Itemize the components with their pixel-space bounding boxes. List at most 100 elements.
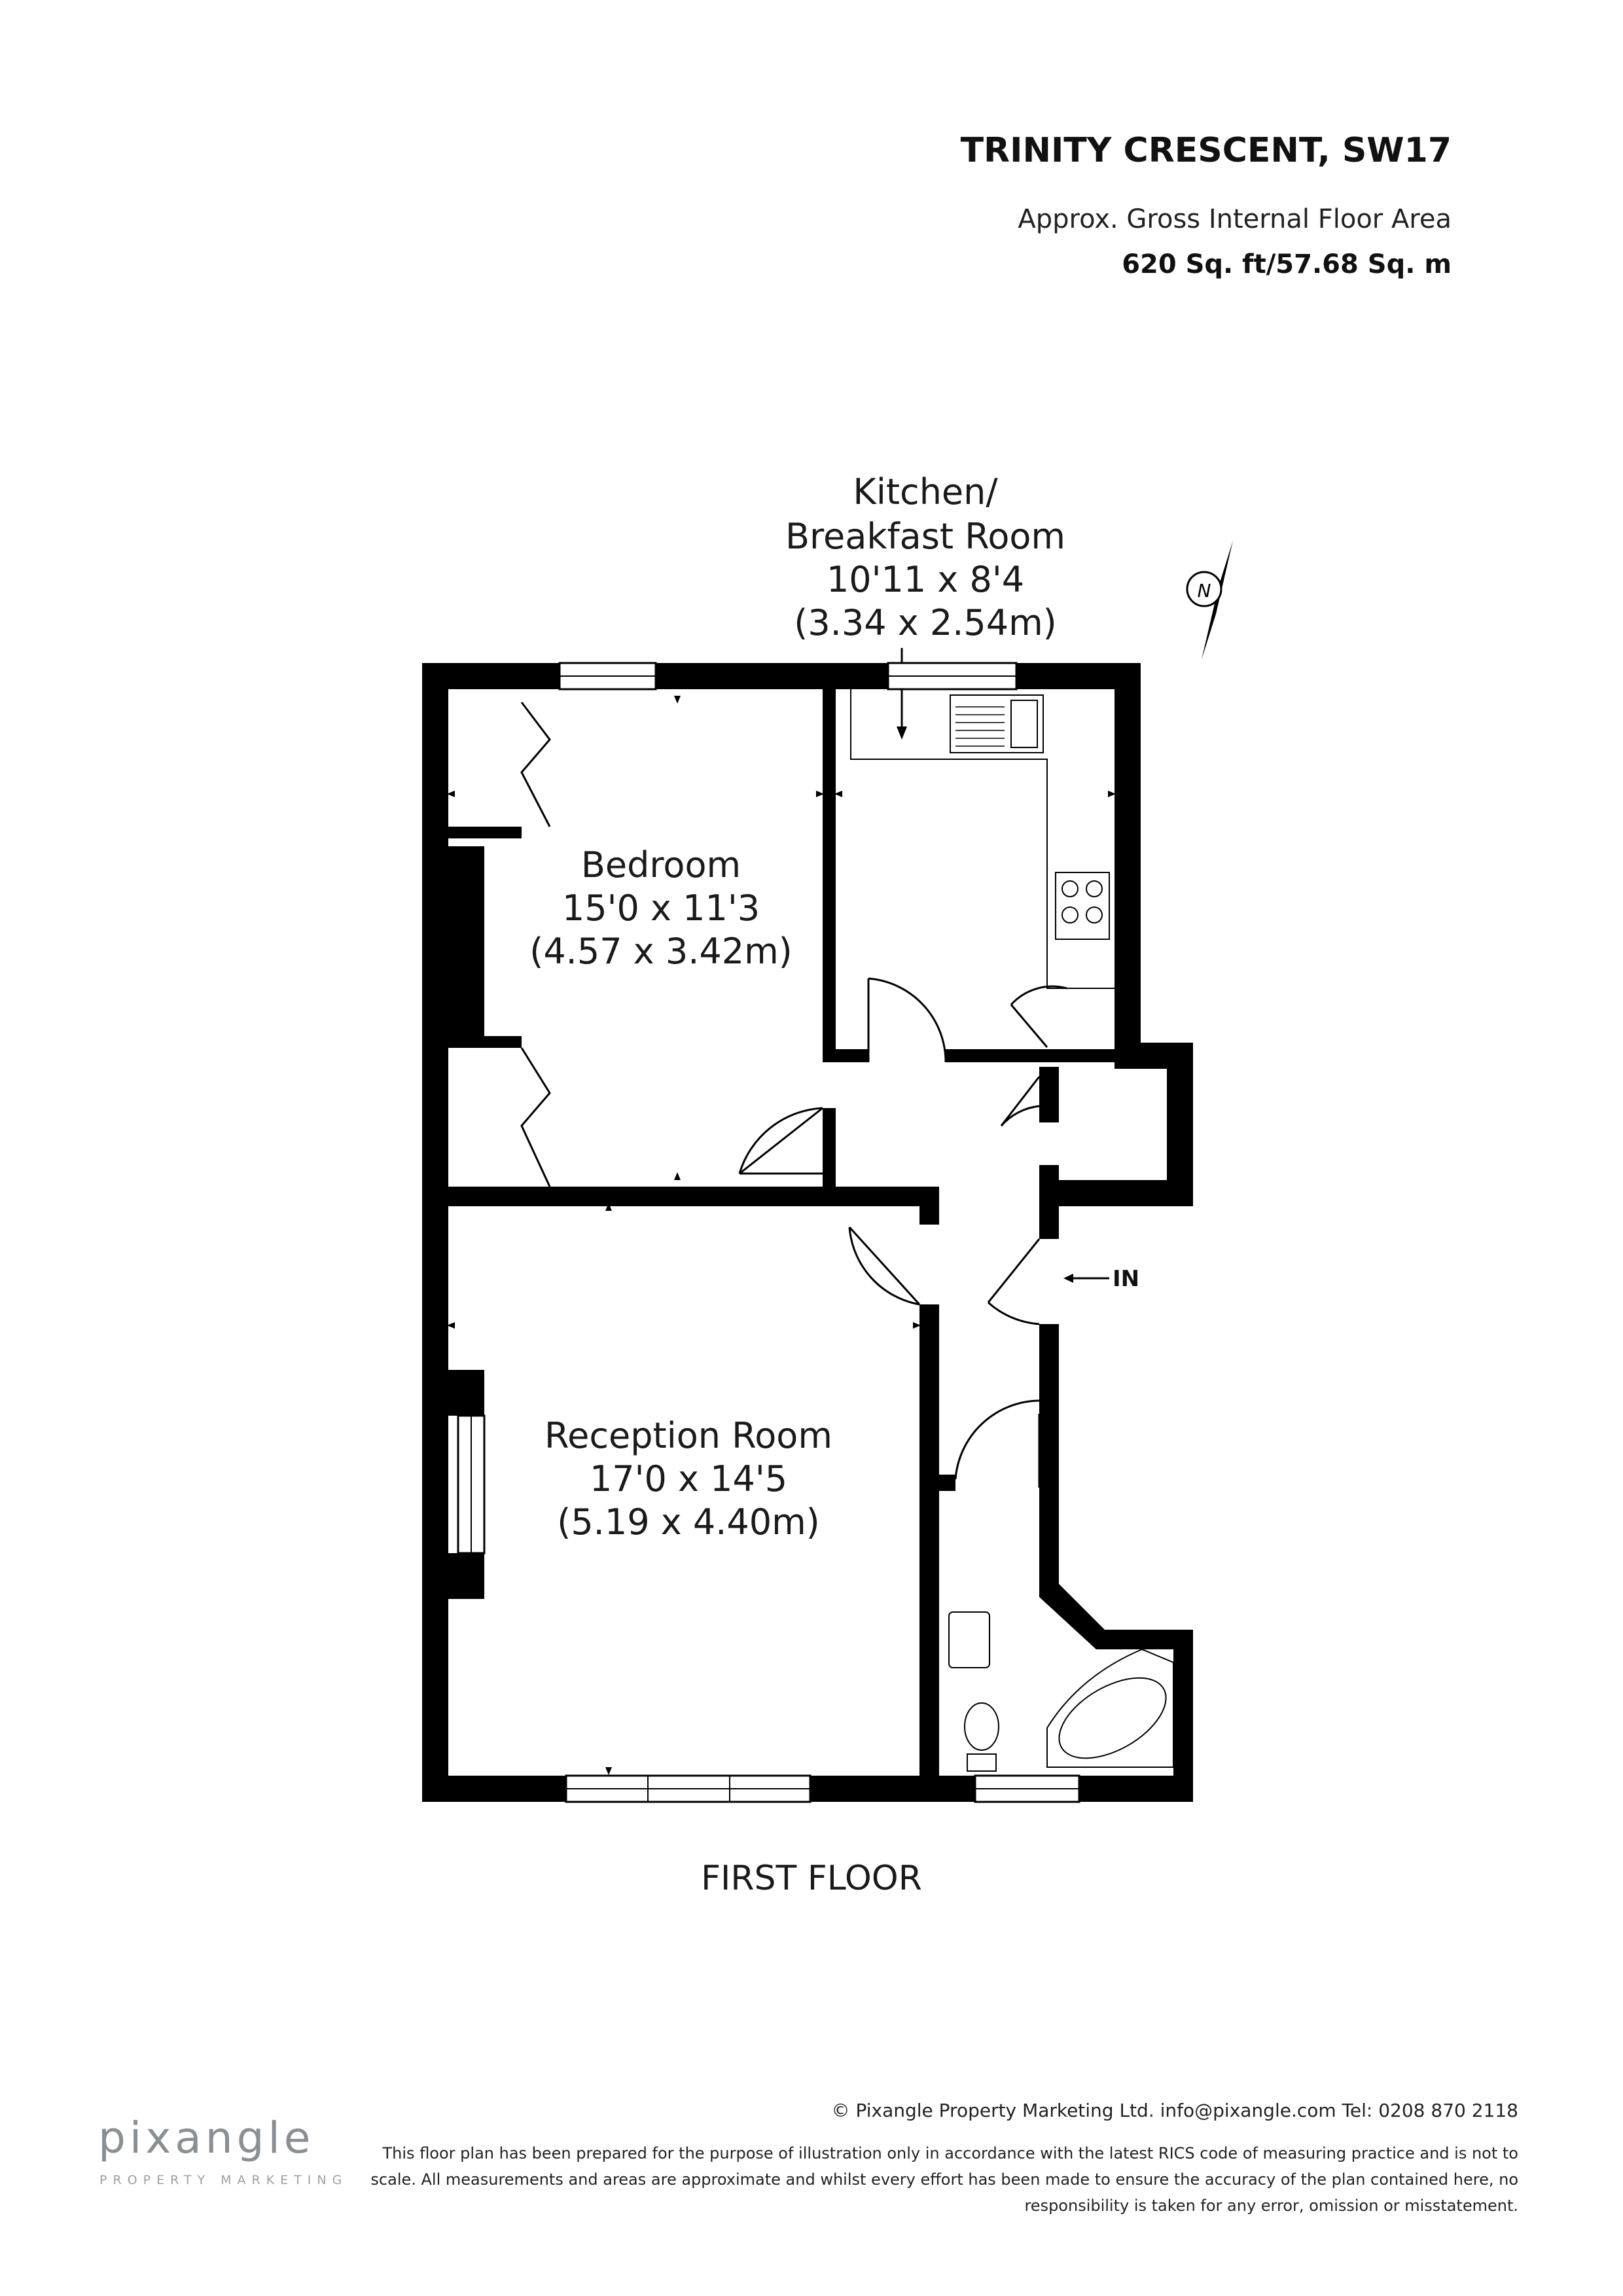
kitchen-label: Kitchen/ Breakfast Room 10'11 x 8'4 (3.3…: [785, 471, 1065, 643]
wall-reception-right: [919, 1304, 939, 1802]
kitchen-name-line1: Kitchen/: [853, 471, 998, 512]
kitchen-sink-unit: [950, 694, 1044, 753]
windows: [457, 662, 1080, 1803]
toilet-cistern: [967, 1753, 997, 1772]
bath-basin: [948, 1611, 990, 1668]
reception-name: Reception Room: [544, 1415, 832, 1456]
door-kitchen-cupboard: [1010, 1004, 1048, 1048]
marker: [913, 1322, 921, 1329]
door-reception-swing: [848, 1227, 920, 1306]
wall-kitchen-right: [1115, 663, 1141, 1056]
marker: [605, 1203, 612, 1211]
cupboard-bottom-wall: [448, 1036, 522, 1048]
door-cupboard-bottom: [520, 1047, 551, 1187]
door-kitchen-cupboard-swing: [1010, 985, 1067, 1006]
wall-bottom-c: [1079, 1776, 1193, 1802]
area-value: 620 Sq. ft/57.68 Sq. m: [1122, 249, 1452, 279]
chimney-bedroom: [422, 846, 484, 1038]
door-entrance-swing: [987, 1301, 1040, 1325]
wall-bed-kitchen-low: [823, 1108, 836, 1193]
wall-reception-corner: [919, 1187, 939, 1225]
walls: [422, 663, 1193, 1802]
door-kitchen-swing: [868, 977, 947, 1063]
marker: [834, 791, 842, 797]
marker: [674, 1172, 681, 1180]
door-bathroom-swing: [954, 1399, 1040, 1480]
door-reception-leaf: [848, 1226, 921, 1306]
bedroom-name: Bedroom: [581, 844, 741, 886]
window-glazing: [471, 675, 1079, 1802]
compass-letter: N: [1198, 580, 1211, 601]
hob-ring: [1086, 906, 1103, 924]
kitchen-name-line2: Breakfast Room: [785, 516, 1065, 557]
floor-label: FIRST FLOOR: [701, 1859, 922, 1898]
wall-store-bottom: [1054, 1180, 1193, 1206]
reception-metric: (5.19 x 4.40m): [557, 1501, 820, 1543]
bathtub: [1046, 1648, 1174, 1768]
compass: N: [1186, 541, 1233, 660]
wall-hall-right-c: [1039, 1446, 1059, 1594]
hob-ring: [1061, 880, 1079, 897]
area-caption: Approx. Gross Internal Floor Area: [1018, 204, 1452, 234]
kitchen-sink-bowl: [1010, 700, 1038, 748]
kitchen-hob: [1055, 872, 1110, 940]
bathtub-inner: [1058, 1677, 1167, 1759]
entrance-arrow: IN: [1063, 1266, 1139, 1292]
kitchen-metric: (3.34 x 2.54m): [794, 602, 1057, 643]
wall-top-a: [422, 663, 560, 689]
marker: [674, 696, 681, 704]
hob-ring: [1086, 880, 1103, 897]
wall-top-b: [656, 663, 888, 689]
kitchen-pointer-head: [897, 726, 907, 740]
door-store-swing: [1000, 1105, 1040, 1126]
hob-ring: [1061, 906, 1079, 924]
entrance-label: IN: [1113, 1266, 1139, 1292]
pixangle-logo: pixangle: [98, 2113, 315, 2163]
wall-kitchen-bottom-b: [946, 1049, 1129, 1062]
property-title: TRINITY CRESCENT, SW17: [960, 131, 1452, 170]
entrance-arrow-head: [1063, 1274, 1073, 1283]
bedroom-imperial: 15'0 x 11'3: [562, 888, 760, 929]
wall-bath-chamfer: [1039, 1584, 1193, 1649]
door-store-leaf: [1000, 1076, 1041, 1126]
wall-left-outer: [422, 663, 448, 1802]
chimney-reception: [422, 1370, 484, 1416]
cupboard-top-wall: [448, 827, 522, 838]
door-bedroom-swing: [738, 1107, 823, 1174]
bathroom-fittings: [948, 1611, 1174, 1772]
wall-bottom-b: [810, 1776, 975, 1802]
bedroom-label: Bedroom 15'0 x 11'3 (4.57 x 3.42m): [529, 844, 793, 972]
wall-kitchen-bottom-a: [823, 1049, 868, 1062]
door-entrance-leaf: [987, 1238, 1041, 1303]
doors: [520, 702, 1067, 1488]
disclaimer: This floor plan has been prepared for th…: [370, 2144, 1518, 2215]
measurement-markers: [447, 696, 1116, 1775]
kitchen-worktop: [850, 689, 1115, 989]
wall-bed-reception: [448, 1187, 933, 1206]
marker: [816, 791, 824, 797]
kitchen-drainer: [955, 706, 1005, 747]
kitchen-imperial: 10'11 x 8'4: [827, 559, 1024, 600]
kitchen-fittings: [850, 689, 1115, 989]
wall-bed-kitchen: [823, 689, 836, 1056]
marker: [447, 791, 455, 797]
wall-hall-right-a: [1039, 1165, 1059, 1239]
marker: [605, 1767, 612, 1775]
chimney-reception-b: [422, 1553, 484, 1599]
door-bedroom-leaf: [739, 1107, 823, 1175]
reception-label: Reception Room 17'0 x 14'5 (5.19 x 4.40m…: [544, 1415, 832, 1543]
pixangle-tagline: PROPERTY MARKETING: [99, 2173, 348, 2187]
marker: [1108, 791, 1116, 797]
reception-imperial: 17'0 x 14'5: [590, 1458, 787, 1499]
wall-store-right: [1167, 1043, 1193, 1206]
copyright-line: © Pixangle Property Marketing Ltd. info@…: [831, 2100, 1518, 2121]
marker: [447, 1322, 455, 1329]
wall-store-left: [1039, 1067, 1059, 1122]
door-cupboard-top: [520, 702, 551, 827]
wall-bottom-a: [422, 1776, 566, 1802]
wall-hall-stub: [939, 1475, 955, 1491]
compass-ring: [1186, 571, 1222, 607]
toilet-bowl: [964, 1702, 999, 1751]
bedroom-metric: (4.57 x 3.42m): [529, 931, 793, 972]
